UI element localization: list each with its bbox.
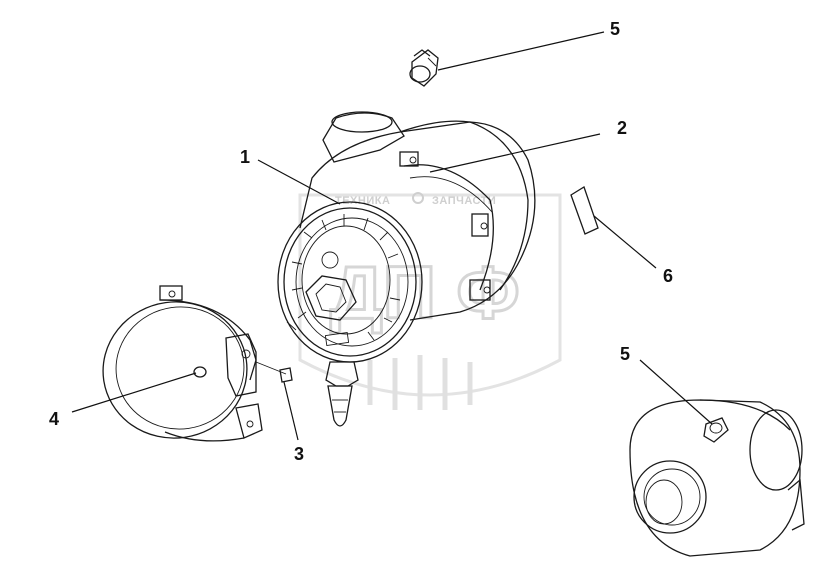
callout-1: 1: [240, 147, 250, 167]
watermark-text-left: ТЕХНИКА: [335, 195, 390, 207]
watermark-logo-letters: ДП Ф: [330, 251, 520, 334]
part-mounting-ring: [102, 285, 263, 442]
callout-2: 2: [617, 118, 627, 138]
watermark-wheat-icon: [367, 355, 473, 410]
watermark-gear-icon: [412, 192, 424, 204]
callouts: 1 2 3 4 5 5 6: [49, 19, 673, 464]
part-sensor-top: [409, 49, 439, 87]
air-filter-assembly: [277, 111, 536, 427]
callout-5-top: 5: [610, 19, 620, 39]
leader-lines: [71, 31, 713, 441]
callout-6: 6: [663, 266, 673, 286]
callout-3: 3: [294, 444, 304, 464]
part-indicator-6: [570, 186, 599, 235]
watermark-text-right: ЗАПЧАСТИ: [432, 195, 496, 207]
callout-4: 4: [49, 409, 59, 429]
watermark: ДП Ф ТЕХНИКА ЗАПЧАСТИ: [298, 192, 562, 410]
part-bolt-3: [255, 361, 293, 383]
callout-5-detail: 5: [620, 344, 630, 364]
detail-view-assembly: [629, 399, 805, 557]
